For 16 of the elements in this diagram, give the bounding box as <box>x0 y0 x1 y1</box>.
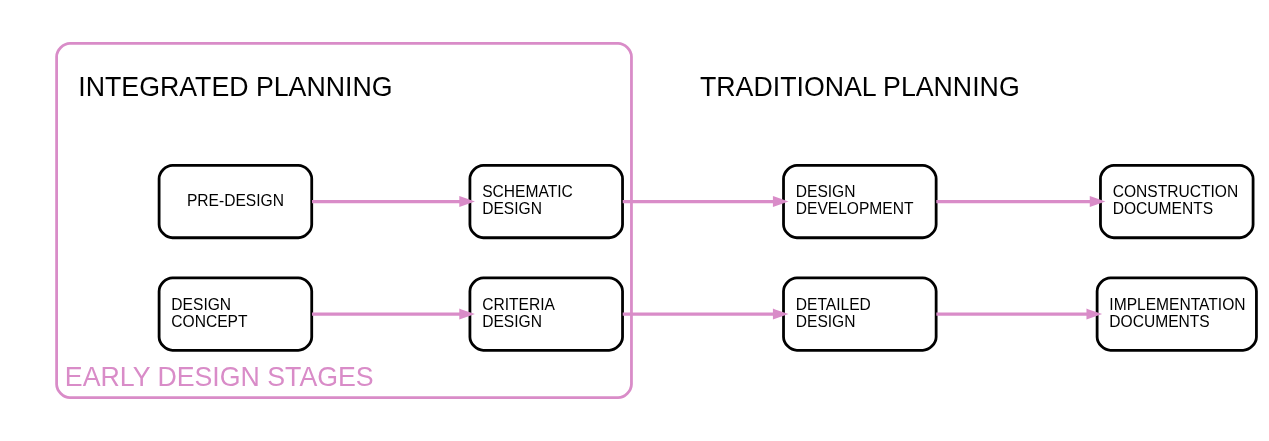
node-box: PRE-DESIGN <box>157 163 314 240</box>
arrow <box>312 308 475 320</box>
arrow <box>312 196 475 208</box>
arrow <box>622 308 789 320</box>
node-box: DESIGN DEVELOPMENT <box>782 163 938 240</box>
node-box: DESIGN CONCEPT <box>157 276 314 352</box>
node-box: IMPLEMENTATION DOCUMENTS <box>1095 276 1258 352</box>
arrow <box>936 308 1103 320</box>
label: TRADITIONAL PLANNING <box>699 71 1020 102</box>
node-box: SCHEMATIC DESIGN <box>468 163 624 240</box>
node-box: DETAILED DESIGN <box>782 276 938 352</box>
node-box: CRITERIA DESIGN <box>468 276 624 352</box>
arrow <box>622 196 789 208</box>
arrow <box>936 196 1106 208</box>
node-box: CONSTRUCTION DOCUMENTS <box>1099 163 1255 240</box>
label: INTEGRATED PLANNING <box>78 71 393 102</box>
